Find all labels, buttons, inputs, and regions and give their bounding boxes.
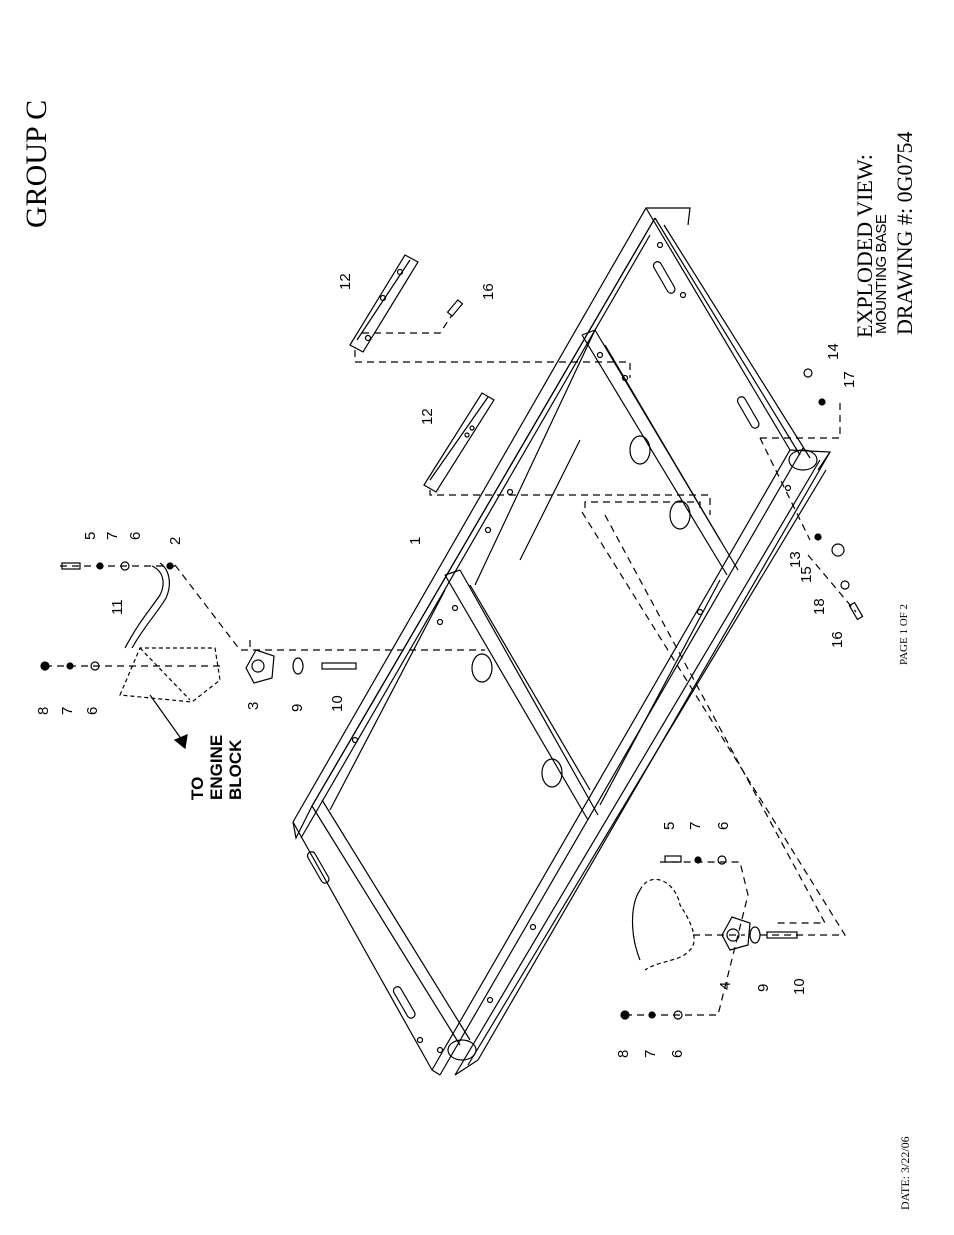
callout-9: 9 <box>289 704 306 712</box>
callout-12b: 12 <box>419 408 436 425</box>
callout-2: 2 <box>167 537 184 545</box>
callout-7c: 7 <box>687 822 704 830</box>
callout-7: 7 <box>104 532 121 540</box>
svg-text:ENGINE: ENGINE <box>207 735 226 800</box>
callout-10: 10 <box>329 695 346 712</box>
callout-3: 3 <box>245 702 262 710</box>
callout-18: 18 <box>811 598 828 615</box>
assembly-guide-lines <box>45 315 856 1015</box>
callout-17: 17 <box>841 371 858 388</box>
lower-isolator-assembly <box>621 856 797 1019</box>
to-engine-block-label: TO ENGINE BLOCK <box>188 735 245 800</box>
callout-4: 4 <box>717 982 734 990</box>
upper-isolator-assembly <box>41 562 356 748</box>
callout-12a: 12 <box>337 273 354 290</box>
callout-8: 8 <box>35 707 52 715</box>
svg-text:BLOCK: BLOCK <box>226 739 245 800</box>
callout-1: 1 <box>407 537 424 545</box>
callout-6b: 6 <box>84 707 101 715</box>
callout-6d: 6 <box>669 1050 686 1058</box>
callout-16a: 16 <box>480 283 497 300</box>
callout-7d: 7 <box>642 1050 659 1058</box>
callout-7b: 7 <box>59 707 76 715</box>
callout-8b: 8 <box>615 1050 632 1058</box>
callout-9b: 9 <box>755 984 772 992</box>
callout-15: 15 <box>798 566 815 583</box>
callout-5b: 5 <box>661 822 678 830</box>
callout-16b: 16 <box>829 631 846 648</box>
svg-text:TO: TO <box>188 777 207 800</box>
callout-14: 14 <box>825 343 842 360</box>
callout-11: 11 <box>109 599 126 615</box>
bracket-part <box>350 255 494 492</box>
callout-6c: 6 <box>715 822 732 830</box>
callout-6: 6 <box>127 532 144 540</box>
callout-5: 5 <box>82 532 99 540</box>
frame-part <box>293 208 830 1075</box>
callout-13: 13 <box>787 551 804 568</box>
callout-10b: 10 <box>791 978 808 995</box>
